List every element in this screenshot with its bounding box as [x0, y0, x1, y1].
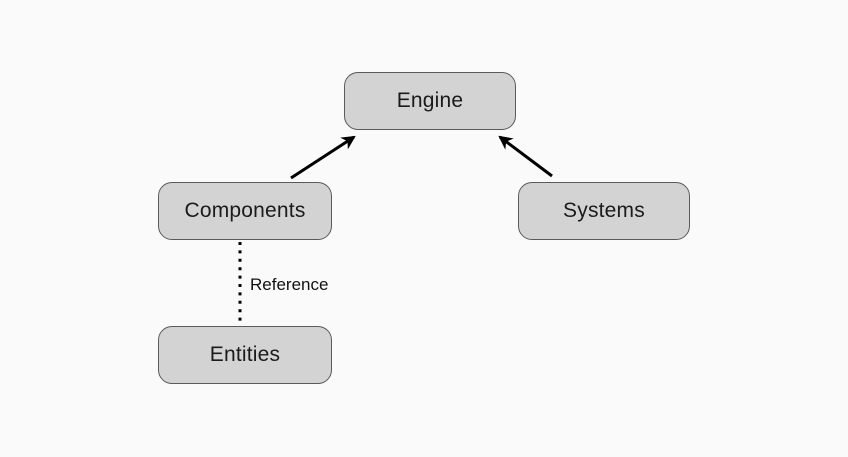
node-entities: Entities	[158, 326, 332, 384]
edge-systems-to-engine	[498, 135, 553, 178]
node-systems: Systems	[518, 182, 690, 240]
edge-label-reference: Reference	[250, 275, 329, 294]
node-components: Components	[158, 182, 332, 240]
edge-components-to-engine	[290, 135, 356, 180]
node-engine: Engine	[344, 72, 516, 130]
